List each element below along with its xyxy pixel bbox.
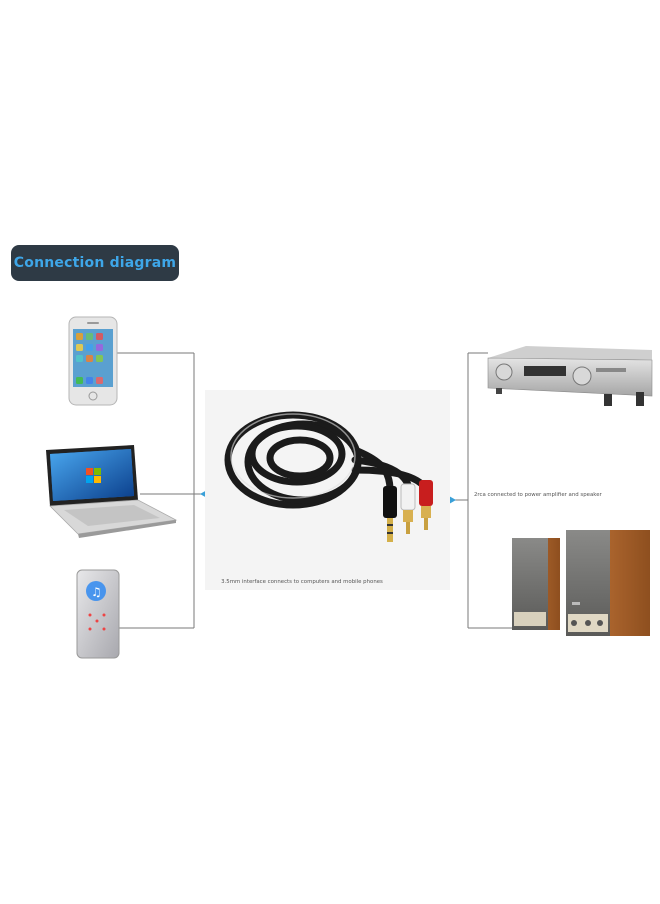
- arrow-right-icon: [449, 496, 456, 504]
- laptop-icon: [46, 445, 178, 538]
- right-interface-caption: 2rca connected to power amplifier and sp…: [474, 492, 602, 498]
- diagram-title: Connection diagram: [13, 255, 177, 271]
- mp3-player-icon: ♫: [76, 569, 120, 659]
- amplifier-icon: [487, 346, 653, 406]
- speakers-icon: [512, 530, 650, 636]
- mobile-phone-icon: [68, 316, 118, 406]
- svg-text:♫: ♫: [91, 585, 102, 599]
- audio-cable-icon: [205, 390, 450, 590]
- left-interface-caption: 3.5mm interface connects to computers an…: [221, 579, 383, 585]
- title-badge: Connection diagram: [11, 245, 179, 281]
